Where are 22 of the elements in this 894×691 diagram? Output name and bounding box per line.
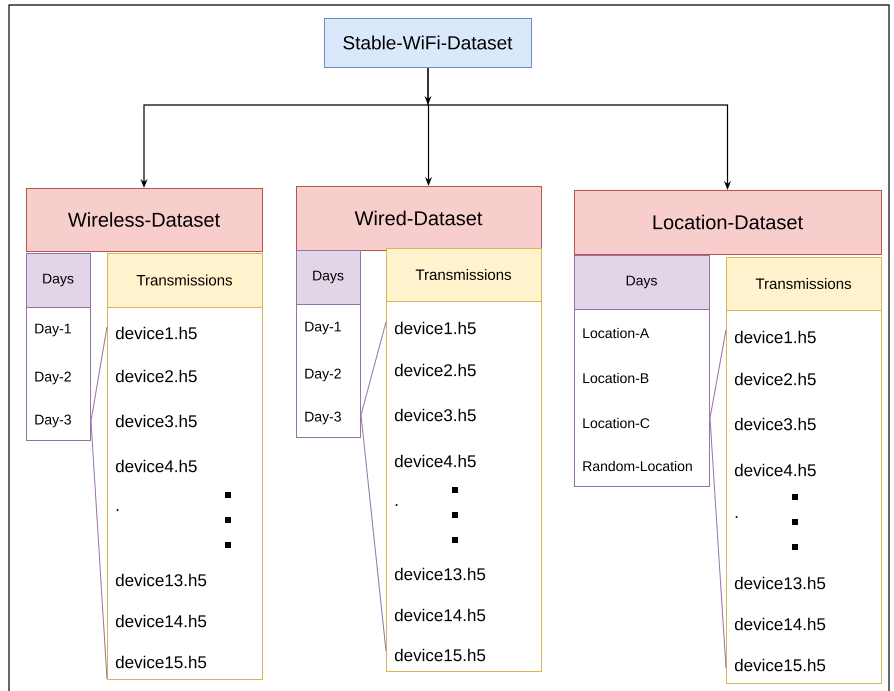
list-box: Day-1 Day-2 Day-3 [296,304,361,438]
header-box: Days [296,250,361,305]
zoom-line [710,418,726,668]
header-box: Days [26,253,91,308]
category-box: Wired-Dataset [296,186,542,251]
list-box: device1.h5 device2.h5 device3.h5 device4.h5 . device13.h5 device14.h5 device15.h5 [107,307,263,680]
header-box: Transmissions [386,248,542,302]
header-box: Transmissions [726,257,882,311]
zoom-line [360,322,386,416]
list-box: device1.h5 device2.h5 device3.h5 device4.h5 . device13.h5 device14.h5 device15.h5 [386,301,542,672]
zoom-line [710,330,726,418]
dataset-box: Stable-WiFi-Dataset [324,18,532,68]
zoom-line [90,420,108,680]
header-box: Transmissions [107,253,263,308]
list-box: device1.h5 device2.h5 device3.h5 device4.h5 . device13.h5 device14.h5 device15.h5 [726,310,882,684]
category-box: Location-Dataset [574,190,882,255]
zoom-line [360,414,386,652]
zoom-line [90,326,108,422]
header-box: Days [574,255,710,310]
list-box: Location-A Location-B Location-C Random-Location [574,309,710,487]
category-box: Wireless-Dataset [26,188,263,252]
list-box: Day-1 Day-2 Day-3 [26,307,91,441]
